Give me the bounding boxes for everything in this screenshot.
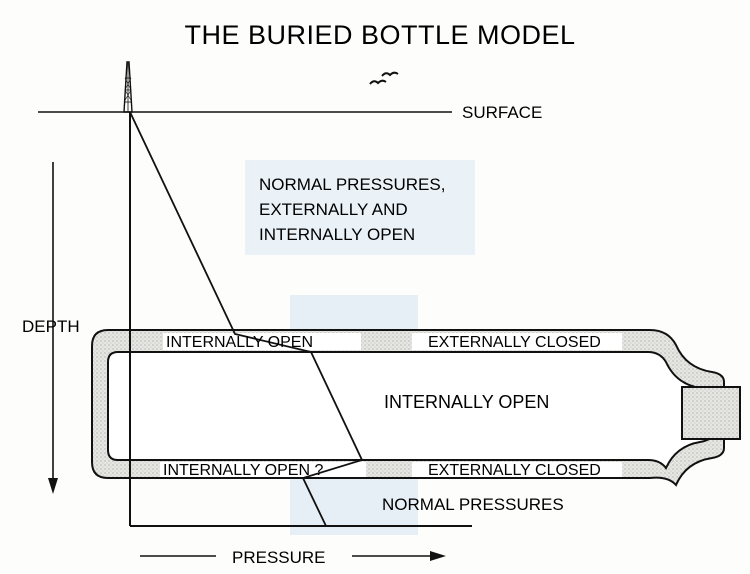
pressure-label: PRESSURE — [232, 548, 326, 567]
wall-label-band-top-right — [412, 333, 622, 350]
birds-icon — [369, 71, 399, 85]
depth-arrow — [48, 162, 58, 494]
bottle-cap — [681, 386, 741, 440]
surface-label: SURFACE — [462, 103, 542, 122]
depth-label: DEPTH — [22, 317, 80, 336]
shaded-region-upper — [245, 160, 475, 255]
normal-pressures-top-line2: EXTERNALLY AND — [259, 200, 408, 219]
pressure-profile-line — [129, 111, 364, 527]
top-wall-internally-open-label: INTERNALLY OPEN — [166, 334, 313, 351]
normal-pressures-bottom-label: NORMAL PRESSURES — [382, 495, 564, 514]
bottle-inner-cavity — [107, 351, 713, 470]
normal-pressures-top-line3: INTERNALLY OPEN — [259, 225, 415, 244]
top-wall-externally-closed-label: EXTERNALLY CLOSED — [428, 334, 601, 351]
interior-internally-open-label: INTERNALLY OPEN — [384, 392, 549, 412]
wall-label-band-bottom-left — [160, 462, 366, 477]
wall-label-band-bottom-right — [412, 462, 622, 477]
oil-derrick-icon — [123, 61, 133, 113]
diagram-title: THE BURIED BOTTLE MODEL — [184, 20, 575, 50]
normal-pressures-top-line1: NORMAL PRESSURES, — [259, 175, 445, 194]
bottom-wall-internally-open-label: INTERNALLY OPEN ? — [163, 462, 323, 479]
bottom-wall-externally-closed-label: EXTERNALLY CLOSED — [428, 462, 601, 479]
pressure-arrow — [140, 551, 446, 561]
wall-label-band-top-left — [163, 333, 361, 350]
